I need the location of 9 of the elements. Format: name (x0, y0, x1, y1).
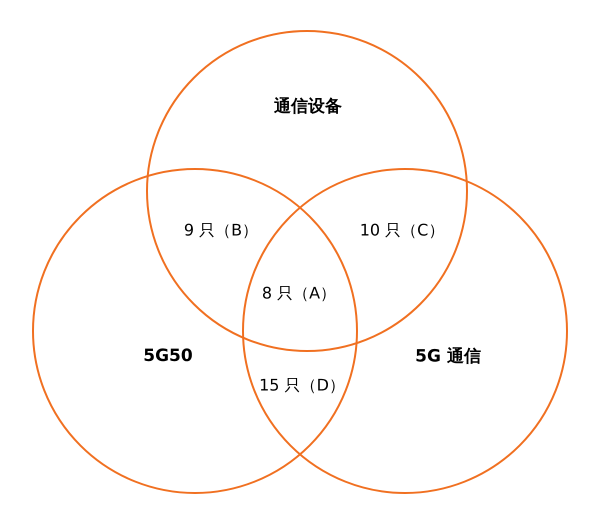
region-count: 15 只（D） (259, 376, 345, 396)
venn-circle (32, 168, 358, 494)
set-label: 5G50 (143, 346, 193, 366)
venn-circle (242, 168, 568, 494)
set-label: 通信设备 (274, 96, 342, 118)
region-count: 10 只（C） (360, 220, 444, 242)
region-count: 8 只（A） (262, 284, 336, 304)
set-label: 5G 通信 (415, 346, 481, 368)
region-count: 9 只（B） (184, 220, 258, 242)
